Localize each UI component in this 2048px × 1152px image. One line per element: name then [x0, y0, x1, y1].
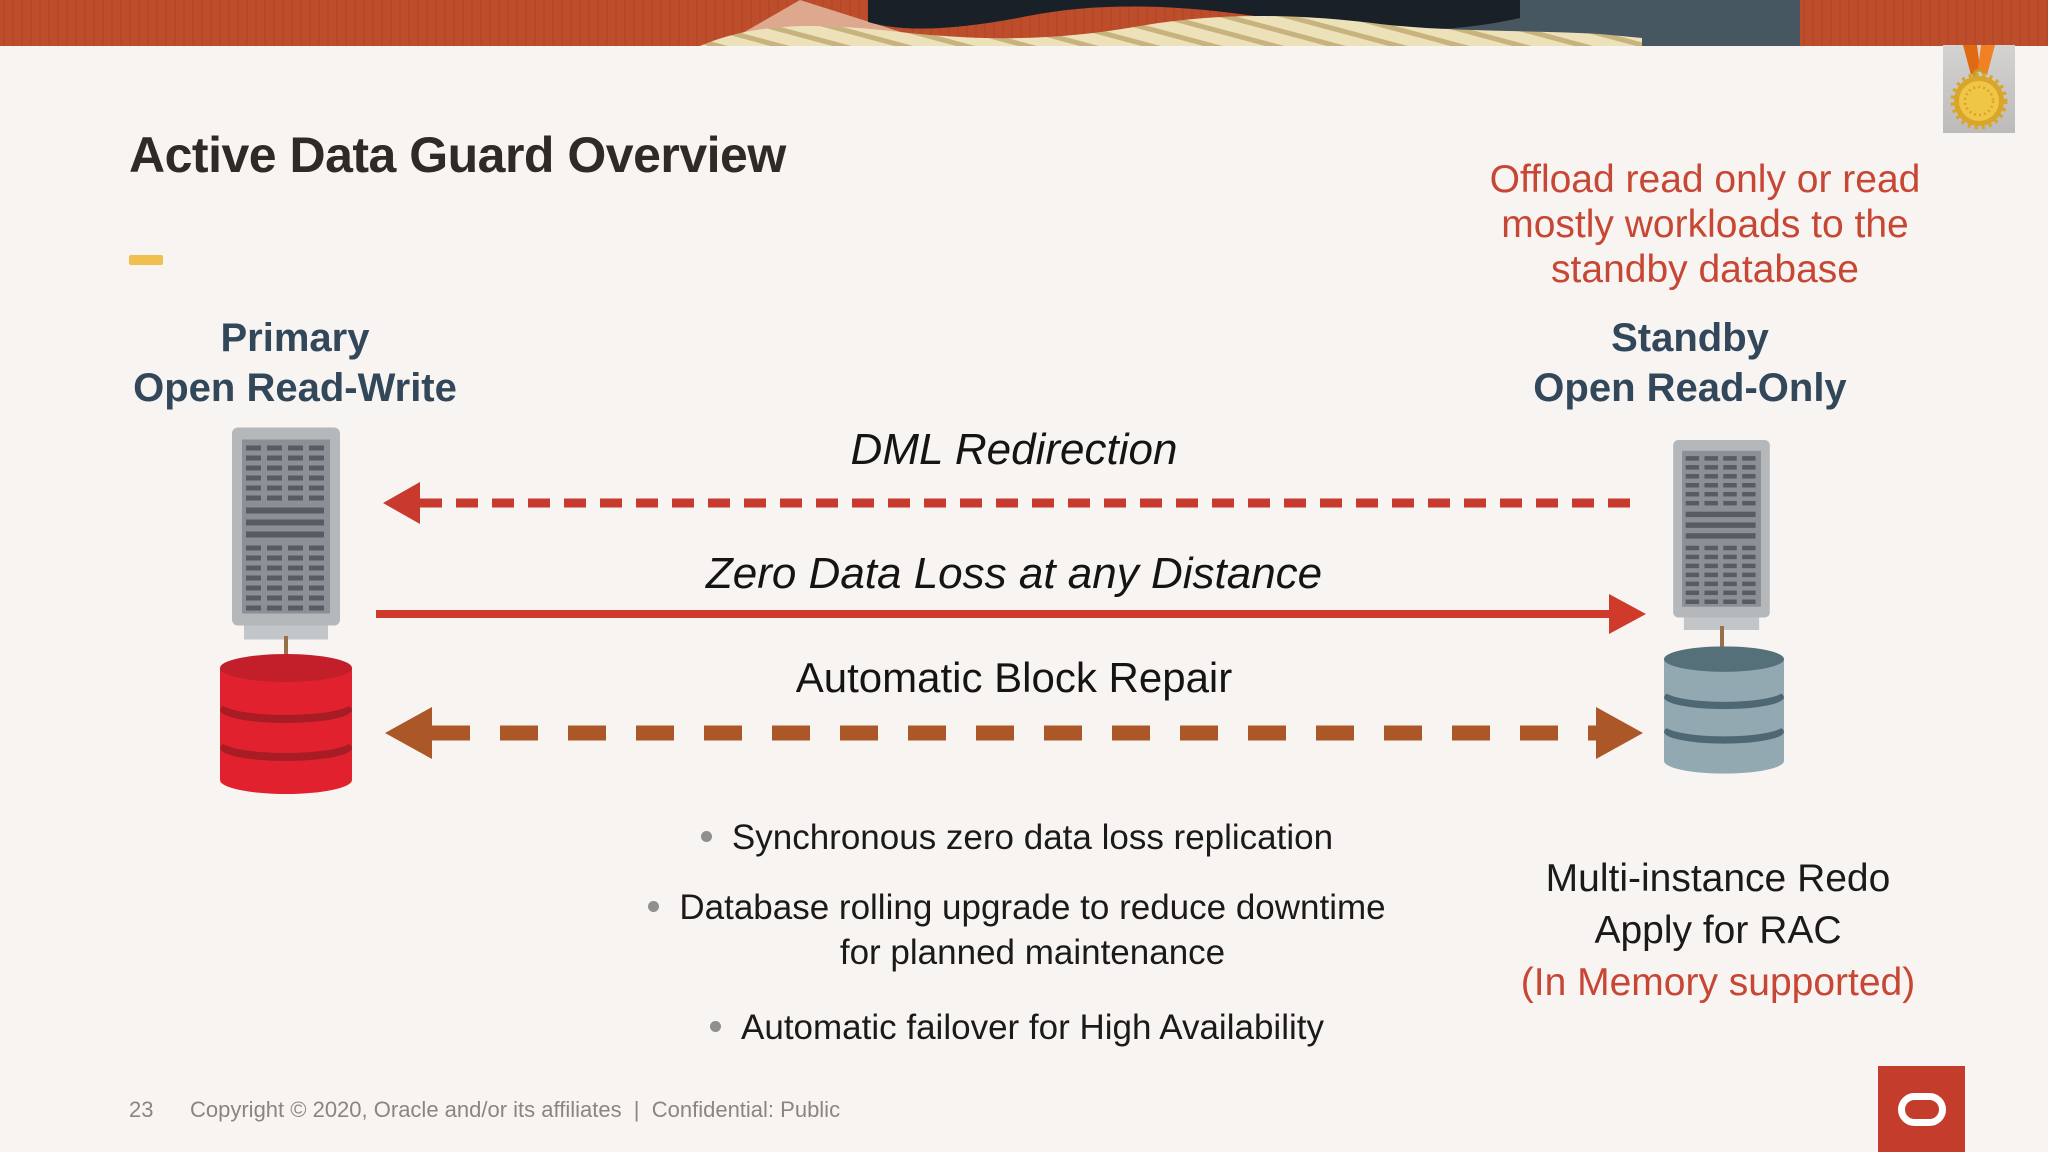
copyright-footer: Copyright © 2020, Oracle and/or its affi… — [190, 1097, 841, 1122]
automatic-block-repair-arrow — [385, 707, 1643, 759]
flow-label-dml: DML Redirection — [850, 425, 1178, 474]
title-accent-dash — [129, 255, 163, 265]
standby-caption: Multi-instance Redo Apply for RAC (In Me… — [1468, 853, 1968, 1009]
page-number: 23 — [129, 1097, 154, 1122]
standby-database-icon — [1664, 644, 1784, 776]
flow-label-automatic-block-repair: Automatic Block Repair — [795, 654, 1233, 701]
bullet-item: Database rolling upgrade to reduce downt… — [385, 885, 1649, 975]
primary-database-icon — [220, 654, 352, 794]
flow-label-zero-data-loss: Zero Data Loss at any Distance — [705, 549, 1323, 598]
bullet-dot — [700, 831, 712, 842]
page-title: Active Data Guard Overview — [129, 126, 786, 183]
oracle-o-mark — [1897, 1092, 1946, 1126]
standby-caption-main: Multi-instance Redo Apply for RAC — [1545, 857, 1891, 952]
standby-server-icon — [1668, 440, 1775, 630]
standby-label: Standby Open Read-Only — [1533, 316, 1847, 410]
primary-server-icon — [232, 427, 340, 640]
offload-note: Offload read only or read mostly workloa… — [1489, 158, 1921, 291]
primary-server-cable — [284, 636, 288, 670]
oracle-logo — [1878, 1066, 1965, 1152]
standby-server-cable — [1720, 626, 1724, 660]
gold-medal-icon — [1943, 45, 2015, 133]
standby-caption-inmemory: (In Memory supported) — [1520, 961, 1916, 1004]
primary-label: Primary Open Read-Write — [133, 316, 457, 410]
bullet-text: Synchronous zero data loss replication — [731, 818, 1334, 857]
bullet-item: Synchronous zero data loss replication — [385, 815, 1649, 860]
bullet-dot — [710, 1021, 722, 1032]
bullet-text: Automatic failover for High Availability — [741, 1008, 1324, 1047]
bullet-item: Automatic failover for High Availability — [385, 1005, 1649, 1050]
bullet-dot — [648, 901, 660, 912]
banner-collage-art — [0, 0, 2048, 46]
zero-data-loss-arrow — [376, 594, 1646, 634]
bullet-text: Database rolling upgrade to reduce downt… — [679, 888, 1386, 972]
dml-redirection-arrow — [383, 482, 1644, 524]
